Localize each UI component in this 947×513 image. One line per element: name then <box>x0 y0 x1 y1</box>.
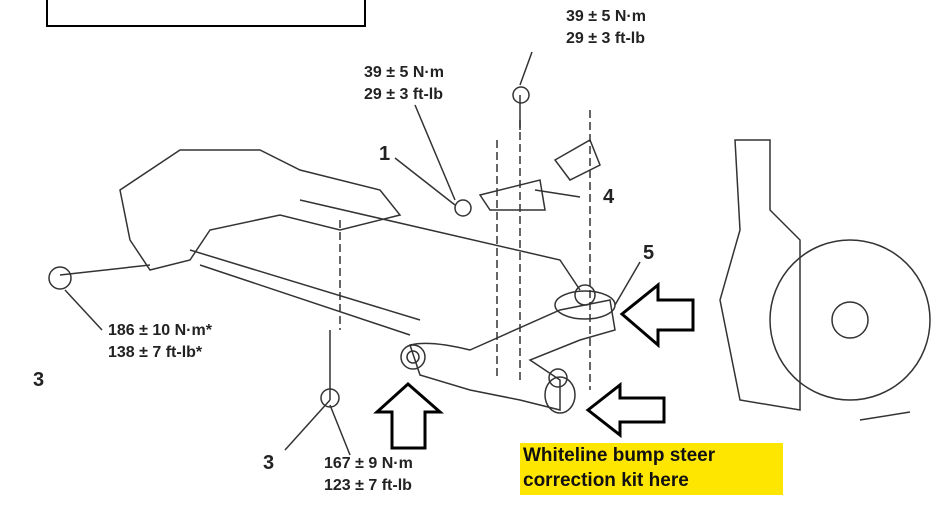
torque-nm: 39 ± 5 N·m <box>566 8 646 25</box>
arrow-upper-balljoint <box>619 281 695 349</box>
knuckle <box>719 139 801 411</box>
header-box <box>46 0 366 27</box>
note-line-1: Whiteline bump steer <box>523 445 716 466</box>
callout-3-rear: 3 <box>263 452 275 474</box>
torque-nm: 39 ± 5 N·m <box>364 64 444 81</box>
torque-ftlb: 29 ± 3 ft-lb <box>364 86 444 103</box>
torque-ftlb: 123 ± 7 ft-lb <box>324 477 412 494</box>
torque-nm: 167 ± 9 N·m <box>324 455 413 472</box>
note-line-2: correction kit here <box>523 470 689 491</box>
torque-top-bolt: 39 ± 5 N·m 29 ± 3 ft-lb <box>566 6 646 50</box>
callout-1: 1 <box>379 143 391 165</box>
arrow-bushing <box>373 381 444 450</box>
torque-rear-bolt: 167 ± 9 N·m 123 ± 7 ft-lb <box>324 453 413 497</box>
torque-nut-1: 39 ± 5 N·m 29 ± 3 ft-lb <box>364 62 444 106</box>
arrow-lower-balljoint <box>585 381 666 439</box>
crossmember <box>119 149 402 271</box>
kit-note: Whiteline bump steer correction kit here <box>520 443 783 495</box>
torque-nm: 186 ± 10 N·m* <box>108 322 212 339</box>
torque-ftlb: 29 ± 3 ft-lb <box>566 30 646 47</box>
callout-5: 5 <box>643 242 655 264</box>
callout-3-front: 3 <box>33 369 45 391</box>
torque-front-bolt: 186 ± 10 N·m* 138 ± 7 ft-lb* <box>108 320 212 364</box>
callout-4: 4 <box>603 186 615 208</box>
torque-ftlb: 138 ± 7 ft-lb* <box>108 344 203 361</box>
lower-control-arm <box>409 299 616 411</box>
